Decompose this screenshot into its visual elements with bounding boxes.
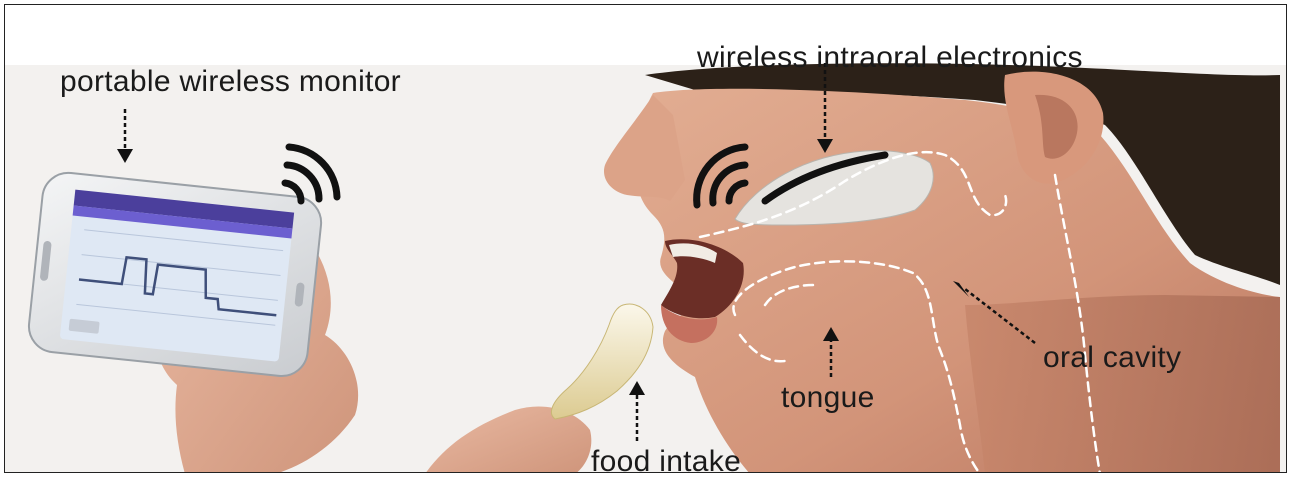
tongue-label: tongue xyxy=(781,383,875,413)
food-intake-label: food intake xyxy=(591,447,741,473)
neck xyxy=(965,295,1280,473)
oral-cavity-label: oral cavity xyxy=(1043,343,1181,373)
intraoral-electronics-label: wireless intraoral electronics xyxy=(697,43,1083,73)
smartphone xyxy=(26,170,323,378)
figure-frame: portable wireless monitor wireless intra… xyxy=(4,4,1287,473)
portable-monitor-label: portable wireless monitor xyxy=(60,67,401,97)
